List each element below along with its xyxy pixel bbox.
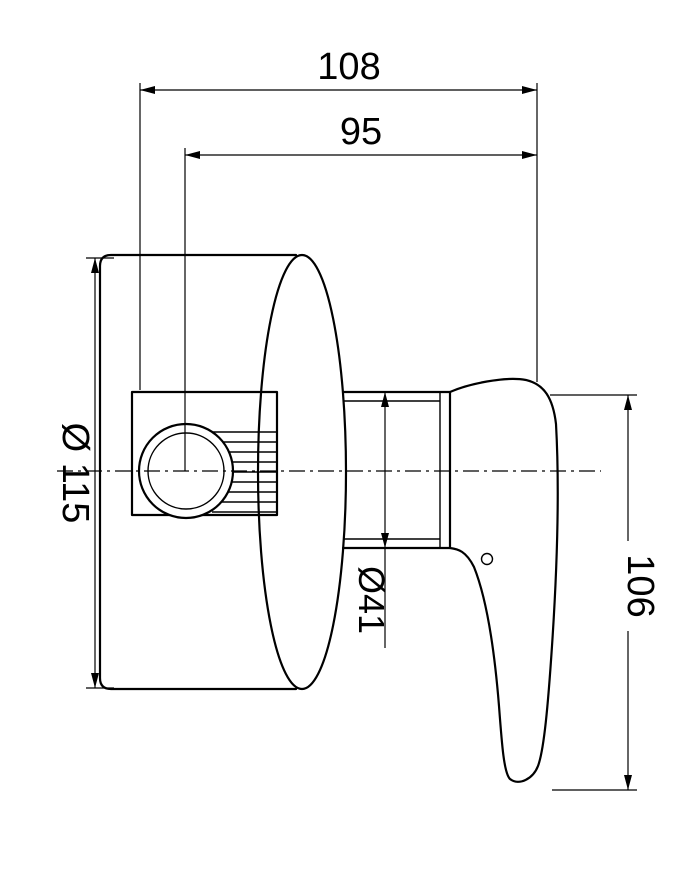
handle-screw-detail [480,552,494,566]
dim-overall-depth-label: 108 [317,46,380,88]
dimension-body-depth: 95 [184,111,537,471]
dimension-overall-depth: 108 [139,46,538,390]
dim-handle-length-label: 106 [619,554,661,617]
dimension-trim-diameter: Ø41 [351,392,392,648]
lever-handle-outline [448,377,559,783]
fixture-outline [98,253,559,783]
dim-body-depth-label: 95 [340,111,382,153]
dimension-plate-diameter: Ø 115 [54,257,114,689]
dimension-handle-length: 106 [550,394,661,791]
valve-body-box [130,390,279,517]
plate-face-ellipse [256,253,348,691]
dim-trim-diameter-label: Ø41 [351,566,392,634]
cartridge-cylinder [341,390,452,550]
dim-plate-diameter-label: Ø 115 [54,423,96,524]
